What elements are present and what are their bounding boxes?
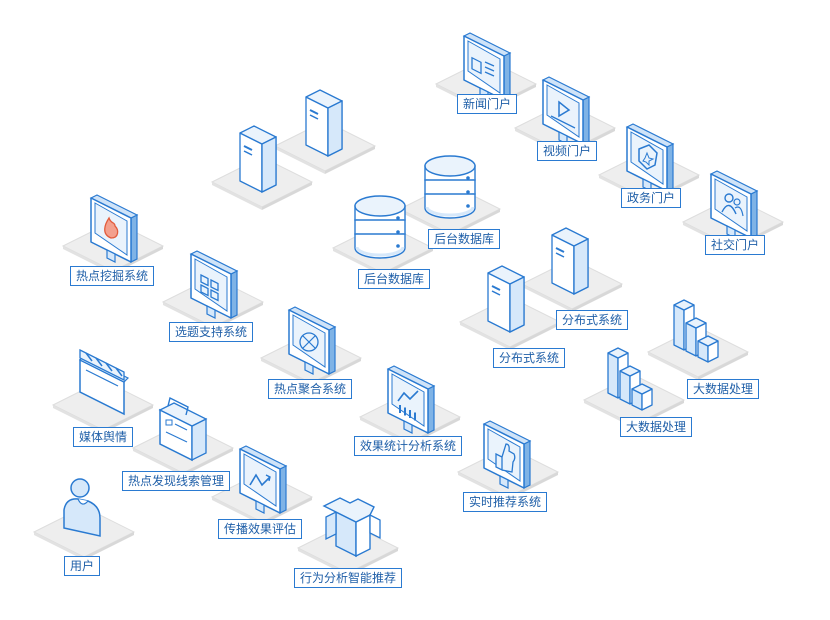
label-realtime-recommend: 实时推荐系统 <box>463 492 548 512</box>
label-hot-clue: 热点发现线索管理 <box>122 471 231 491</box>
label-gov-portal: 政务门户 <box>621 188 682 208</box>
puzzle-icon <box>322 497 381 558</box>
label-distributed-right: 分布式系统 <box>556 310 629 330</box>
server-icon <box>551 227 589 296</box>
database-icon <box>424 155 476 219</box>
cube-stack-icon <box>673 299 719 363</box>
label-hot-aggregation: 热点聚合系统 <box>268 379 353 399</box>
platform-media <box>51 379 155 433</box>
database-icon <box>354 195 406 259</box>
thumbs-up-monitor-icon <box>482 420 532 489</box>
label-topic-support: 选题支持系统 <box>169 322 254 342</box>
user-icon <box>63 478 101 537</box>
label-media-sentiment: 媒体舆情 <box>73 427 134 447</box>
label-user: 用户 <box>64 556 101 576</box>
label-effect-analysis: 效果统计分析系统 <box>354 436 463 456</box>
label-bigdata-left: 大数据处理 <box>620 417 693 437</box>
label-news-portal: 新闻门户 <box>457 94 518 114</box>
label-behavior-recommend: 行为分析智能推荐 <box>294 568 403 588</box>
label-hot-mining: 热点挖掘系统 <box>70 266 155 286</box>
platforms <box>32 58 785 576</box>
line-chart-monitor-icon <box>238 445 288 514</box>
label-distributed-left: 分布式系统 <box>493 348 566 368</box>
clapperboard-icon <box>78 348 130 416</box>
briefcase-icon <box>158 396 208 462</box>
icons <box>63 32 759 558</box>
chart-monitor-icon <box>386 365 436 434</box>
server-icon <box>239 125 277 194</box>
grid-monitor-icon <box>189 250 239 319</box>
server-icon <box>487 265 525 334</box>
cube-stack-icon <box>607 347 653 411</box>
video-monitor-icon <box>541 76 591 145</box>
people-monitor-icon <box>709 170 759 239</box>
label-backend-db-right: 后台数据库 <box>428 229 501 249</box>
flame-monitor-icon <box>89 194 139 263</box>
label-bigdata-right: 大数据处理 <box>687 379 760 399</box>
server-icon <box>305 89 343 158</box>
aggregate-monitor-icon <box>287 306 337 375</box>
label-video-portal: 视频门户 <box>537 141 598 161</box>
label-backend-db-left: 后台数据库 <box>358 269 431 289</box>
label-social-portal: 社交门户 <box>705 235 766 255</box>
label-spread-eval: 传播效果评估 <box>218 519 303 539</box>
